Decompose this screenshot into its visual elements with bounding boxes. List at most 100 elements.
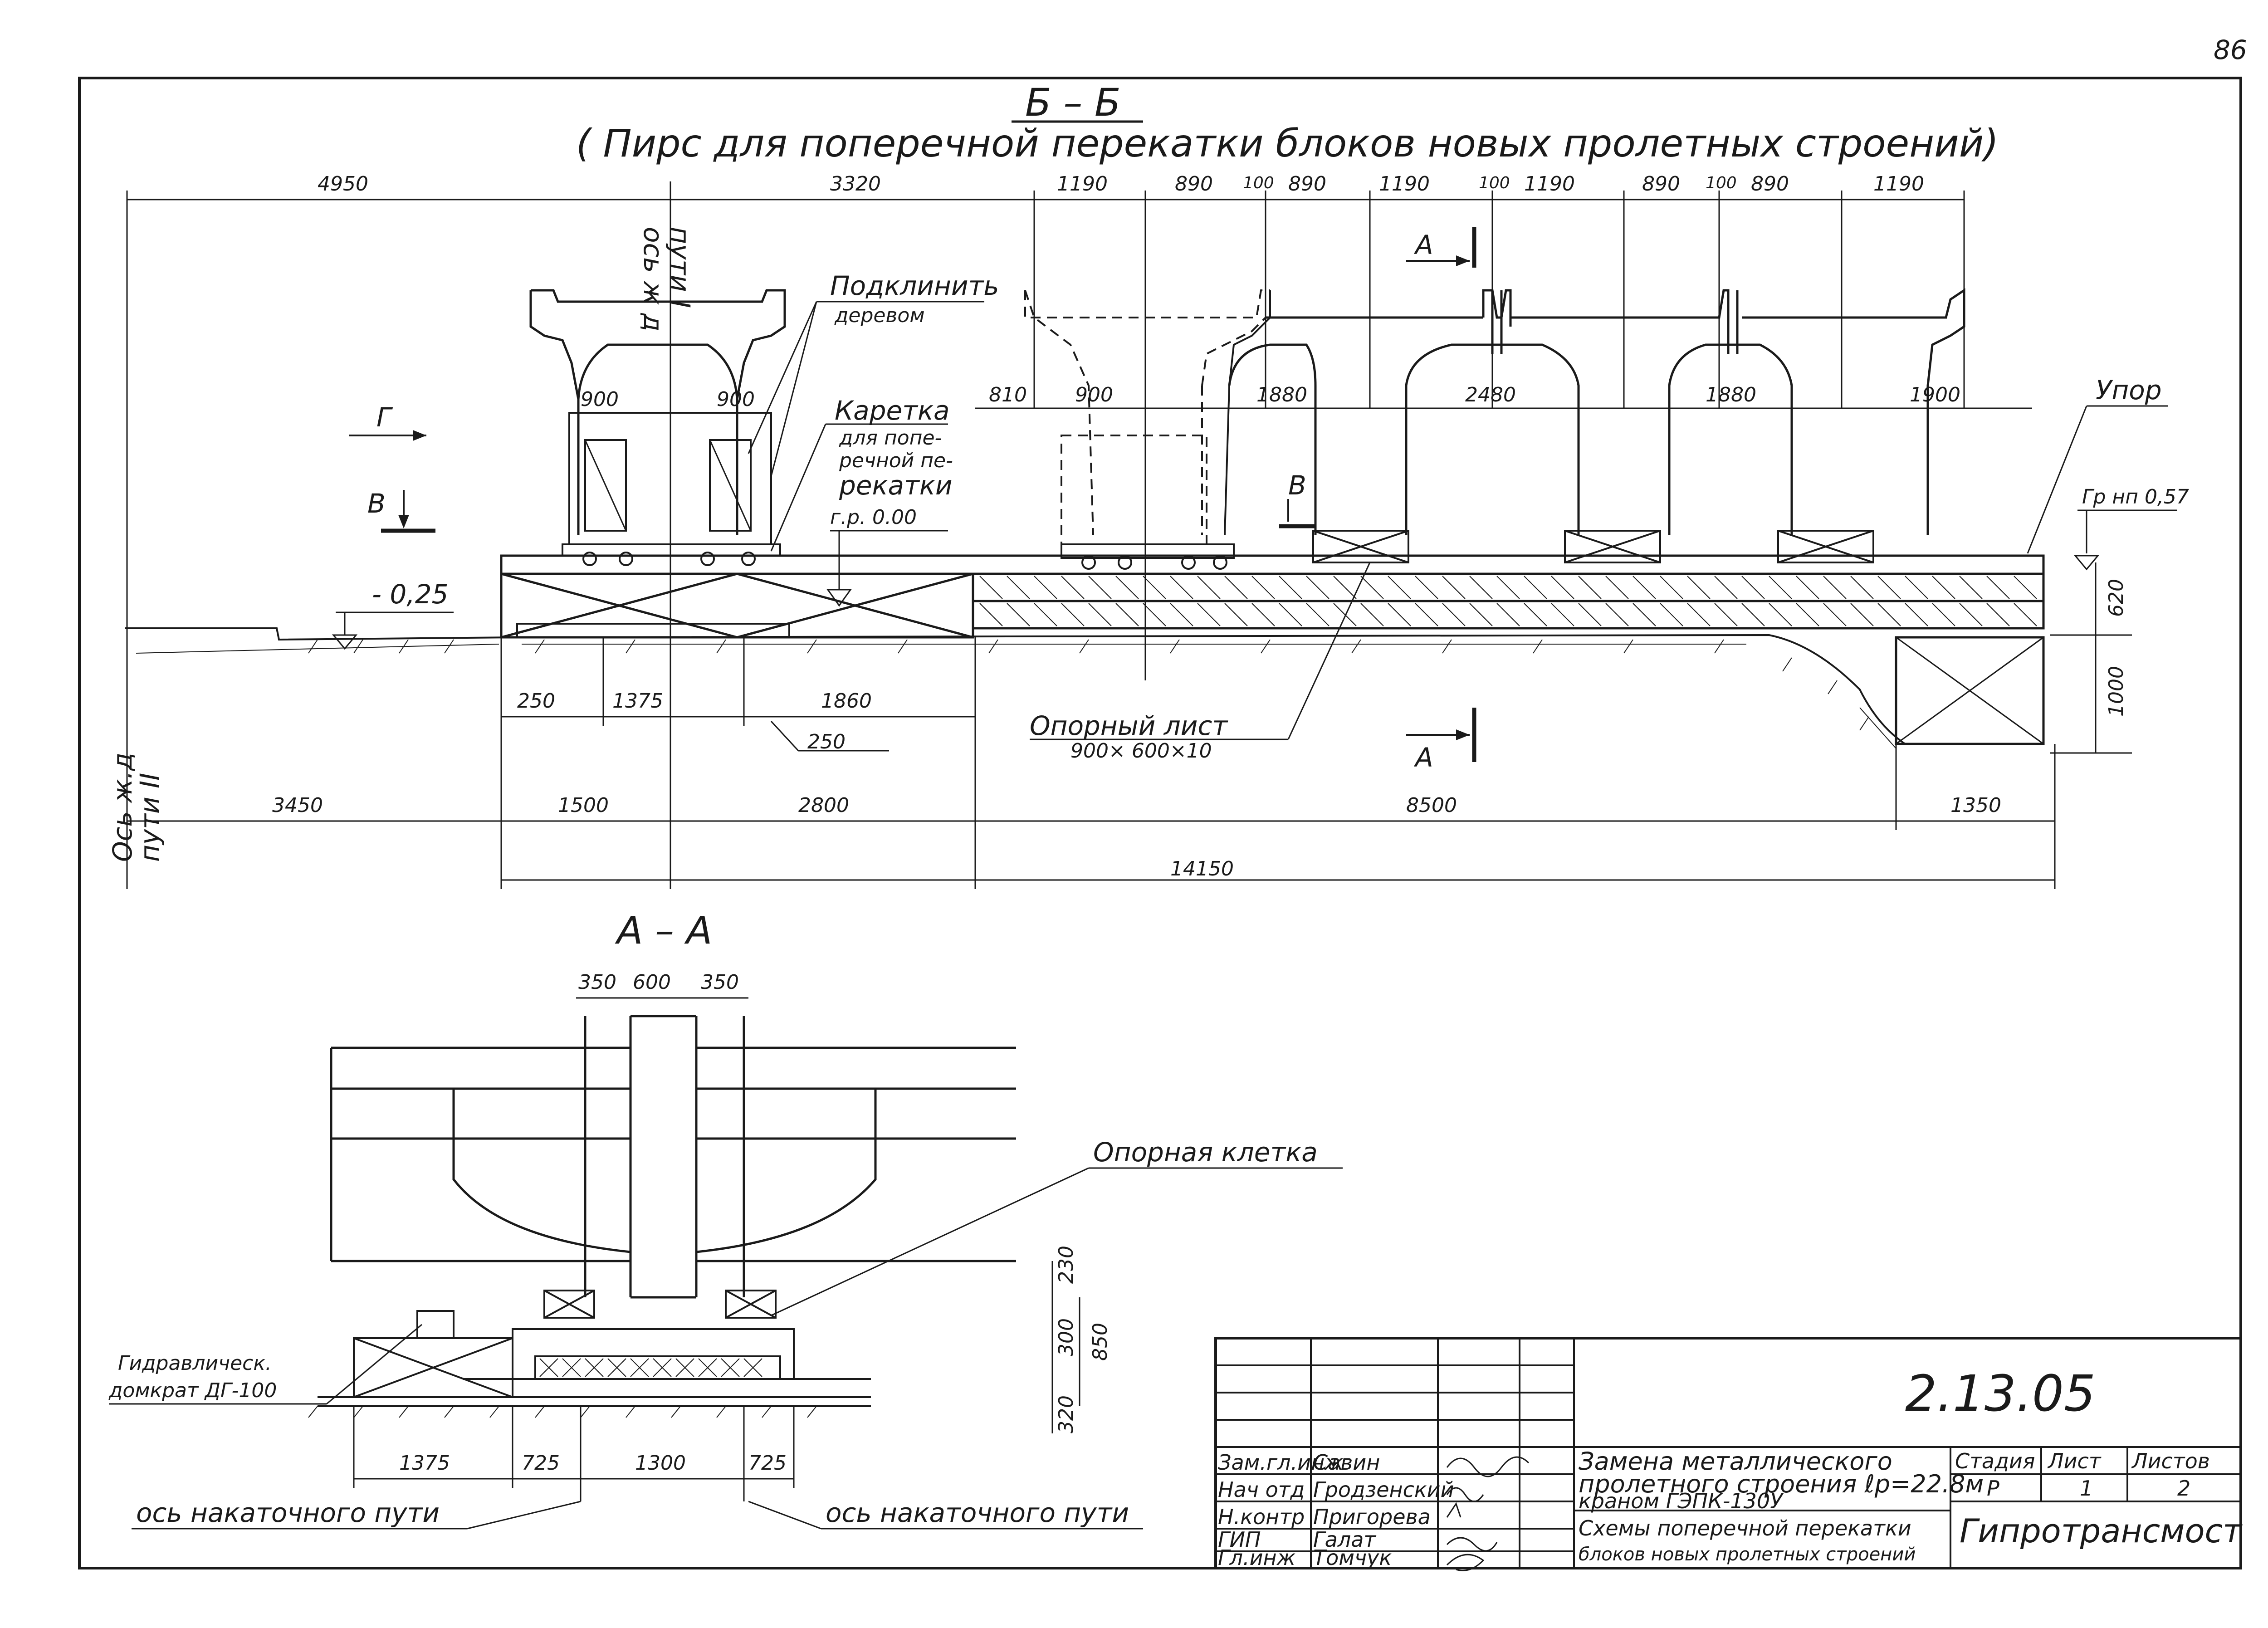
drawing-number: 2.13.05 (1905, 1364, 2096, 1423)
aa-dim-230: 230 (1055, 1246, 1078, 1284)
tb-role-3: ГИП (1218, 1527, 1261, 1552)
label-domkrat-2: домкрат ДГ-100 (108, 1379, 277, 1402)
dim-1880-b: 1880 (1706, 383, 1756, 406)
arrow-a-label-top: А (1413, 230, 1433, 260)
page-number: 86 (2214, 34, 2247, 65)
dim-250-b: 250 (807, 730, 846, 753)
dim-100-c: 100 (1706, 174, 1737, 192)
dim-100-a: 100 (1243, 174, 1274, 192)
title-block: 2.13.05 Зам.гл.инж Нач отд Н.контр ГИП Г… (1214, 1337, 2243, 1571)
dim-620: 620 (2105, 579, 2128, 617)
dim-1860: 1860 (821, 689, 872, 713)
tb-name-2: Пригорева (1313, 1505, 1431, 1529)
tb-name-0: Савин (1313, 1450, 1380, 1475)
dim-1190-c: 1190 (1524, 172, 1575, 196)
tb-role-0: Зам.гл.инж (1218, 1450, 1344, 1475)
carriage-middle (1061, 435, 1207, 545)
ground-line (125, 627, 2041, 745)
label-opornyi-list-1: Опорный лист (1030, 710, 1228, 741)
tb-role-4: Гл.инж (1218, 1545, 1296, 1570)
tb-role-2: Н.контр (1218, 1505, 1305, 1529)
tb-description-3: краном ГЭПК-130У (1579, 1489, 1784, 1513)
label-upor: Упор (2096, 375, 2162, 406)
tb-sheet-title-2: блоков новых пролетных строений (1579, 1544, 1916, 1565)
dim-1000: 1000 (2105, 666, 2128, 717)
dim-14150: 14150 (1170, 857, 1234, 880)
dim-890-d: 890 (1751, 172, 1789, 196)
label-karetka-2: для попе- (839, 426, 942, 450)
dim-3450: 3450 (272, 794, 323, 817)
sheet-frame (78, 77, 2242, 1569)
dim-900-a: 900 (581, 388, 619, 411)
dim-890-a: 890 (1175, 172, 1213, 196)
aa-dim-320: 320 (1055, 1395, 1078, 1433)
dim-900-b: 900 (717, 388, 755, 411)
dim-1350: 1350 (1950, 794, 2001, 817)
beam-left (529, 289, 786, 535)
label-opornyi-list-2: 900× 600×10 (1070, 739, 1212, 763)
pier-deck (500, 554, 2045, 639)
aa-dim-850: 850 (1089, 1323, 1112, 1361)
dim-4950: 4950 (318, 172, 368, 196)
section-aa-title: А – А (615, 908, 712, 953)
tb-stage-label: Стадия (1955, 1449, 2035, 1473)
axis-track-1-line1: ось ж д (638, 227, 669, 332)
label-podklinit-1: Подклинить (830, 270, 999, 301)
tb-sheets-value: 2 (2177, 1476, 2190, 1501)
dim-1500: 1500 (558, 794, 609, 817)
dim-1900: 1900 (1910, 383, 1960, 406)
dim-1190-d: 1190 (1873, 172, 1924, 196)
dim-1375: 1375 (612, 689, 663, 713)
bearing-blocks (1312, 530, 1874, 563)
tb-description-1: Замена металлического (1579, 1447, 1892, 1476)
label-os-nakat-right: ось накаточного пути (826, 1497, 1129, 1528)
beam-old-dashed (1024, 289, 1270, 536)
dim-8500: 8500 (1406, 794, 1457, 817)
arrow-g-label: Г (376, 402, 393, 433)
dim-250-a: 250 (517, 689, 555, 713)
dim-810: 810 (989, 383, 1027, 406)
tb-organization: Гипротрансмост (1960, 1512, 2243, 1550)
label-karetka-1: Каретка (835, 395, 950, 426)
foundation-right (1895, 636, 2045, 745)
tb-name-4: Томчук (1313, 1545, 1392, 1570)
dim-890-c: 890 (1642, 172, 1680, 196)
arrow-v-label-mid: В (1288, 470, 1306, 501)
signatures (1446, 1456, 1530, 1571)
section-aa: А – А 350 600 350 (108, 908, 1343, 1530)
axis-track-2-line1: Ось ж.д (107, 753, 138, 862)
label-karetka-3: речной пе- (839, 449, 953, 472)
aa-dim-725-b: 725 (748, 1452, 787, 1475)
dim-1190-b: 1190 (1379, 172, 1430, 196)
dim-1190-a: 1190 (1057, 172, 1108, 196)
aa-support-cages (318, 1290, 871, 1398)
aa-dim-350-a: 350 (578, 971, 616, 994)
axis-track-1-line2: пути I (665, 227, 696, 308)
aa-dim-1300: 1300 (635, 1452, 686, 1475)
beam-right (1510, 288, 1965, 535)
tb-stage-value: Р (1987, 1476, 1999, 1501)
tb-sheet-label: Лист (2047, 1449, 2102, 1473)
tb-role-1: Нач отд (1218, 1477, 1305, 1502)
tb-name-1: Гродзенский (1313, 1477, 1454, 1502)
section-bb-subtitle: ( Пирс для поперечной перекатки блоков н… (576, 121, 1999, 166)
dim-3320: 3320 (830, 172, 881, 196)
dim-2800: 2800 (798, 794, 849, 817)
arrow-a-label-bottom: А (1413, 742, 1433, 773)
dim-1880-a: 1880 (1256, 383, 1307, 406)
tb-description-2: пролетного строения ℓр=22.8м (1579, 1470, 1984, 1498)
axis-track-2-line2: пути II (134, 773, 165, 862)
aa-dim-1375: 1375 (399, 1452, 450, 1475)
tb-sheet-value: 1 (2080, 1476, 2093, 1501)
aa-dim-600: 600 (633, 971, 671, 994)
dim-100-b: 100 (1479, 174, 1510, 192)
section-bb-title: Б – Б (1025, 80, 1121, 125)
dim-2480: 2480 (1465, 383, 1516, 406)
beam-middle (1228, 289, 1580, 535)
label-gr-np: Гр нп 0,57 (2082, 485, 2189, 508)
aa-dim-725-a: 725 (522, 1452, 560, 1475)
label-karetka-4: рекатки (839, 470, 953, 501)
label-domkrat-1: Гидравлическ. (118, 1352, 272, 1375)
section-bb: Б – Б ( Пирс для поперечной перекатки бл… (107, 80, 2189, 889)
